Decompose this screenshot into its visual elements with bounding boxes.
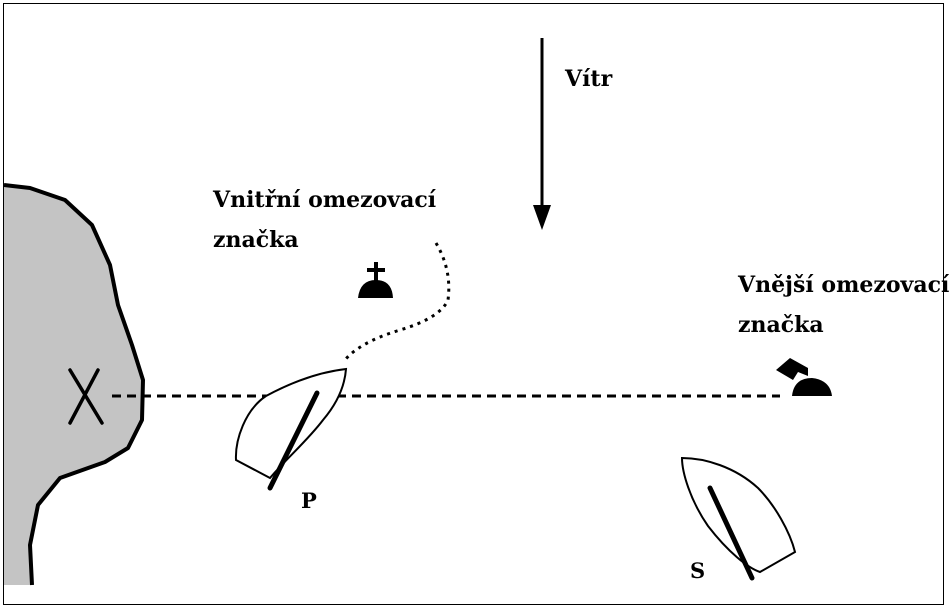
shoreline xyxy=(3,183,145,586)
boat-p-boom xyxy=(267,390,320,491)
boat-p-track xyxy=(343,242,451,361)
shore-x-marker xyxy=(68,368,104,425)
shore-land xyxy=(4,185,143,585)
boat-s-hull xyxy=(680,456,797,581)
outer-mark-label-line2: značka xyxy=(738,312,824,338)
diagram-frame xyxy=(3,3,944,605)
boat-p-hull xyxy=(234,367,348,491)
boat-s-label: S xyxy=(690,558,706,583)
boat-p-label: P xyxy=(301,488,317,513)
wind-label: Vítr xyxy=(565,66,613,92)
boat-s-boom xyxy=(707,485,755,581)
wind-arrow xyxy=(533,38,551,230)
inner-mark-buoy-icon xyxy=(358,262,393,298)
outer-mark-flag-icon xyxy=(776,358,832,396)
inner-mark-label-line2: značka xyxy=(213,227,299,253)
outer-mark-label-line1: Vnější omezovací xyxy=(738,272,949,298)
inner-mark-label-line1: Vnitřní omezovací xyxy=(213,187,437,213)
